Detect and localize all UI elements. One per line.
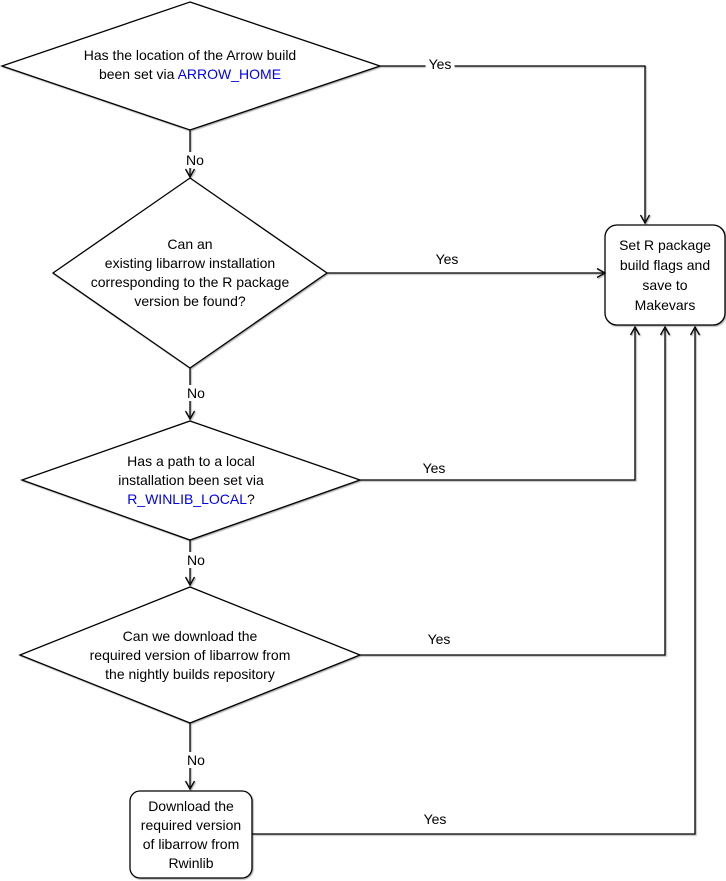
decision-arrow-home-shape — [0, 1, 383, 131]
edge-rwinlib-yes-label: Yes — [423, 811, 447, 827]
edge-d1-no-arrowhead-icon — [184, 168, 196, 179]
decision-rwinlib-local-shape — [20, 420, 362, 541]
edge-d4-yes-arrowhead-icon — [659, 325, 671, 336]
edge-d2-yes-label: Yes — [435, 251, 459, 267]
edge-d1-no-label: No — [183, 152, 207, 168]
edge-d3-yes-label: Yes — [422, 460, 446, 476]
edge-d2-no-arrowhead-icon — [184, 410, 196, 421]
edge-d2-no-label: No — [184, 385, 208, 401]
edge-d1-yes-arrowhead-icon — [639, 214, 651, 225]
edge-d3-no-label: No — [184, 552, 208, 568]
decision-nightly-builds-shape — [18, 586, 362, 724]
edge-d3-yes-arrowhead-icon — [629, 325, 641, 336]
process-makevars-shape — [604, 224, 726, 326]
edge-d3-yes-line — [360, 329, 636, 481]
edge-d1-yes-label: Yes — [425, 56, 455, 72]
edge-d3-no-arrowhead-icon — [184, 576, 196, 587]
process-download-rwinlib-shape — [129, 790, 253, 879]
edge-d4-no-label: No — [184, 752, 208, 768]
edge-d4-no-arrowhead-icon — [184, 780, 196, 791]
edge-d2-yes-arrowhead-icon — [596, 267, 607, 279]
edge-rwinlib-yes-arrowhead-icon — [689, 325, 701, 336]
edge-rwinlib-yes-line — [252, 329, 696, 835]
edge-d4-yes-label: Yes — [427, 631, 451, 647]
decision-existing-libarrow-shape — [51, 177, 329, 369]
edge-d1-yes-line — [380, 65, 646, 221]
edge-d4-yes-line — [360, 329, 666, 656]
